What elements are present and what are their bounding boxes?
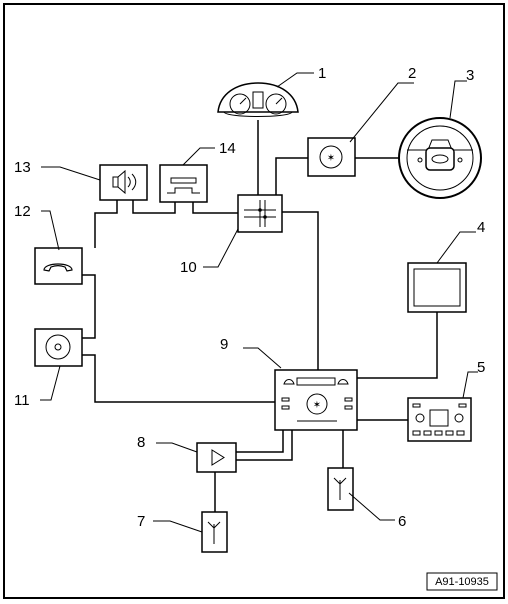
callout-leaders [40, 72, 478, 533]
speaker-icon [99, 164, 148, 201]
callout-6: 6 [398, 513, 406, 530]
callout-5: 5 [477, 359, 485, 376]
reference-code: A91-10935 [435, 576, 489, 588]
diagram-frame [3, 3, 505, 599]
callout-8: 8 [137, 434, 145, 451]
control-panel-icon [407, 397, 472, 442]
data-bus-hub-icon [237, 194, 283, 233]
callout-13: 13 [14, 159, 31, 176]
reference-code-box: A91-10935 [426, 572, 498, 591]
cd-drive-icon [34, 328, 83, 367]
steering-wheel-icon [398, 117, 482, 199]
control-unit-14-icon [159, 164, 208, 203]
instrument-cluster-icon [217, 82, 299, 117]
svg-text:✶: ✶ [327, 153, 335, 164]
control-module-2-icon: ✶ [307, 137, 356, 177]
antenna-7-icon [201, 511, 228, 553]
display-unit-icon [407, 262, 467, 313]
callout-2: 2 [408, 65, 416, 82]
callout-11: 11 [14, 392, 30, 409]
radio-head-unit-icon: ✶ [274, 369, 358, 431]
antenna-6-icon [327, 467, 354, 511]
callout-10: 10 [180, 259, 197, 276]
svg-text:✶: ✶ [313, 400, 321, 411]
callout-labels: 1 2 3 4 5 6 7 8 9 10 11 12 13 14 [14, 65, 485, 530]
callout-12: 12 [14, 203, 31, 220]
amplifier-icon [196, 442, 237, 473]
callout-7: 7 [137, 513, 145, 530]
telephone-icon [34, 247, 83, 285]
callout-4: 4 [477, 219, 485, 236]
callout-3: 3 [466, 67, 474, 84]
callout-9: 9 [220, 336, 228, 353]
wiring [82, 120, 438, 512]
callout-1: 1 [318, 65, 326, 82]
callout-14: 14 [219, 140, 236, 157]
